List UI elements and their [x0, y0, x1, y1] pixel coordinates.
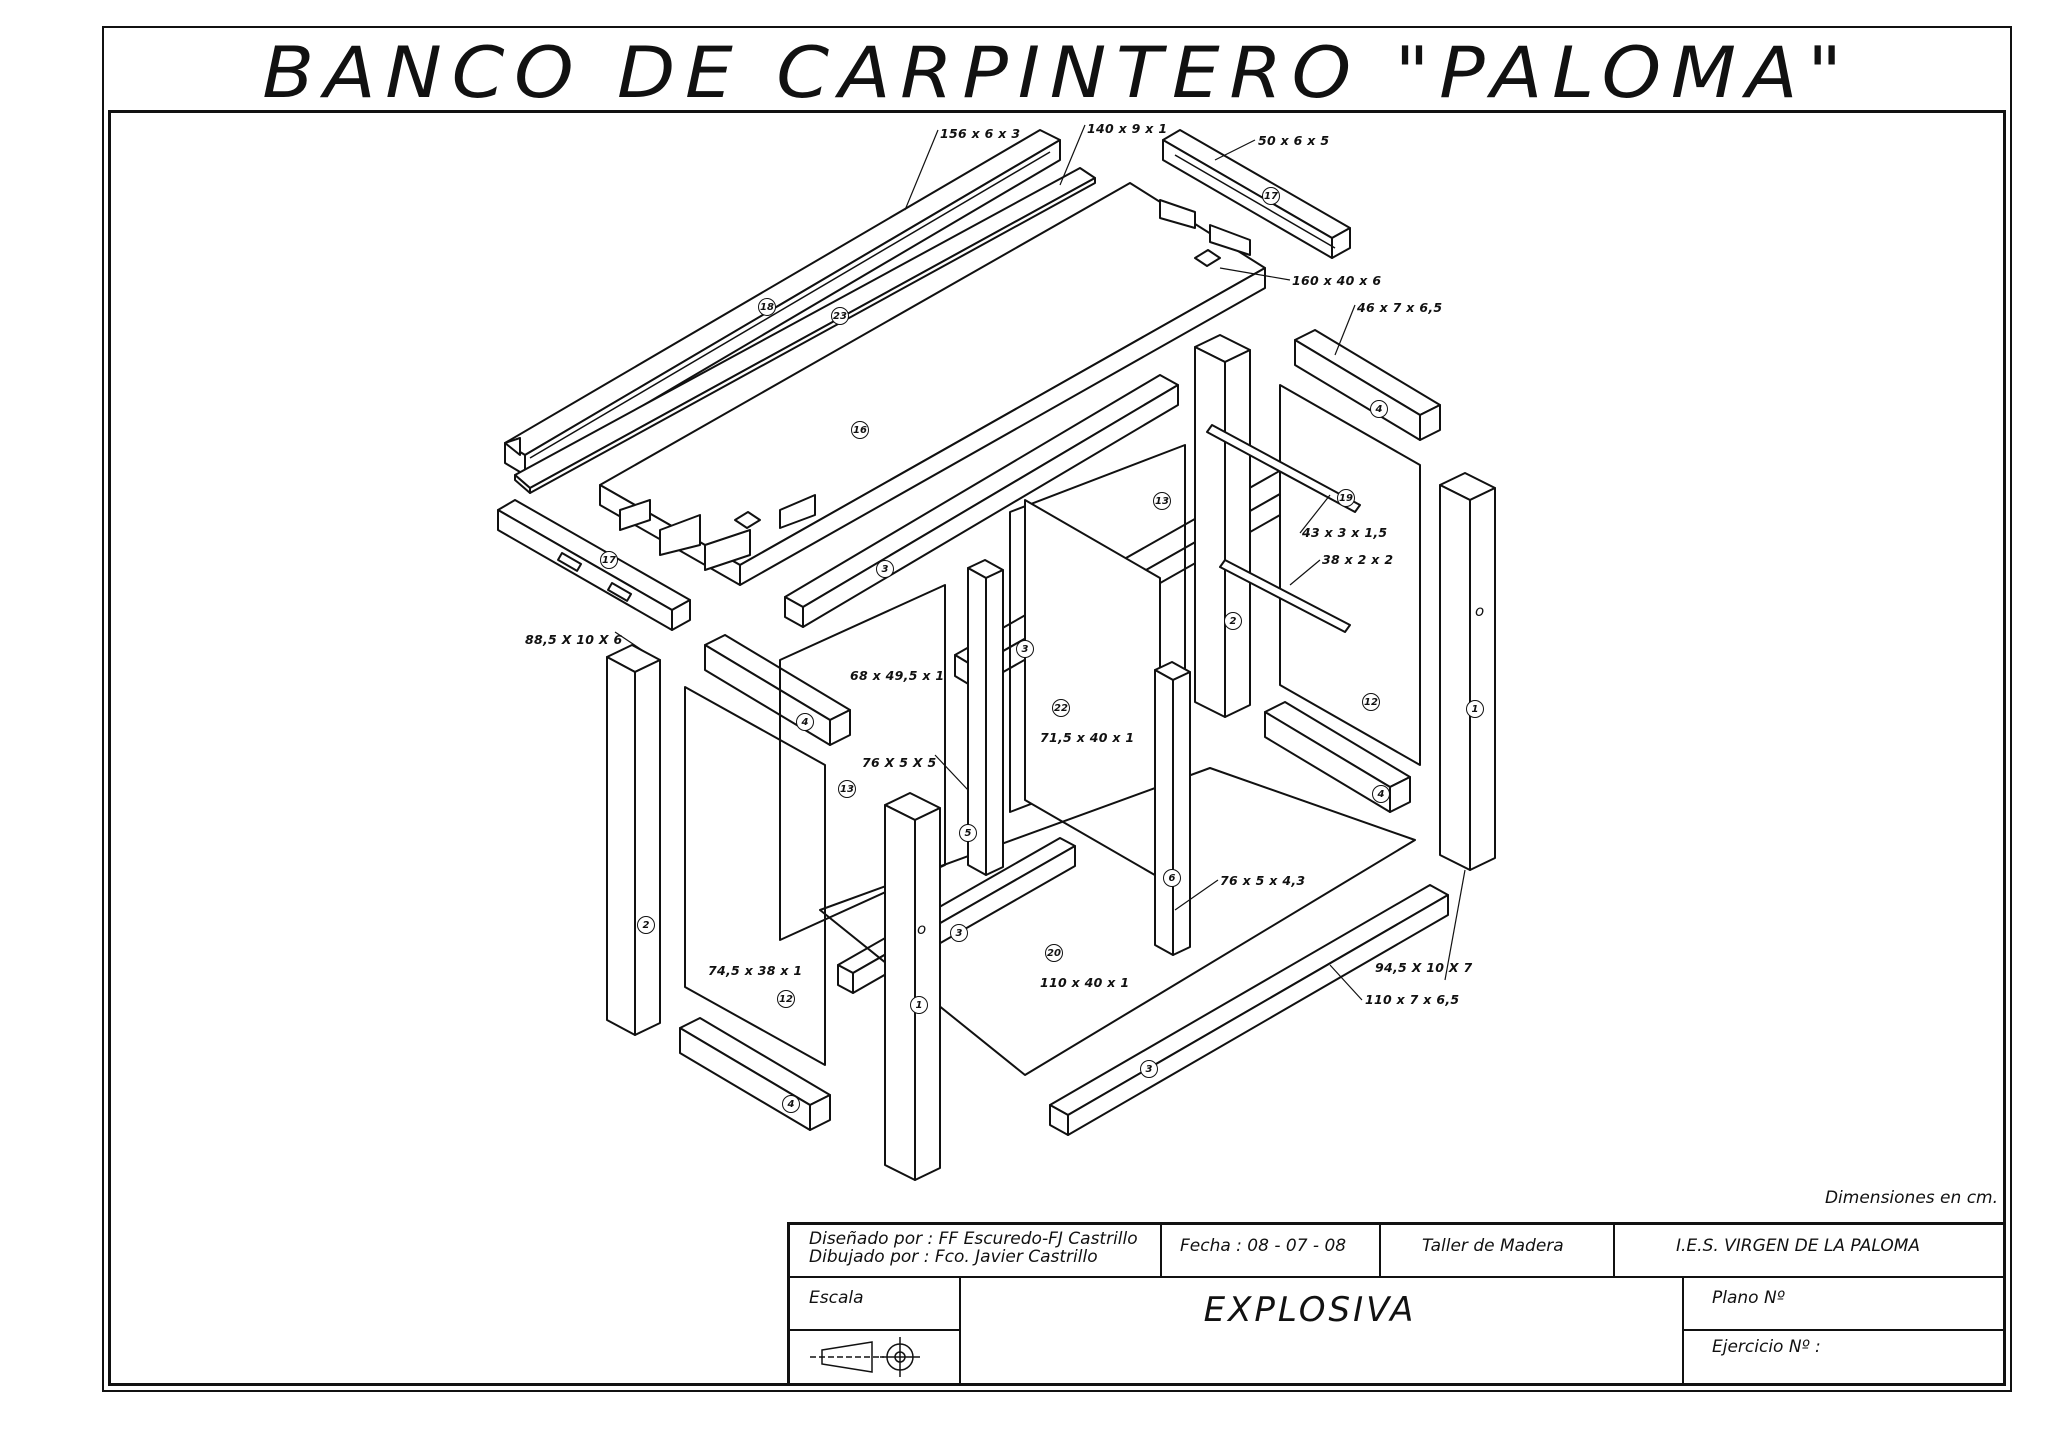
school-field: I.E.S. VIRGEN DE LA PALOMA — [1676, 1236, 1921, 1256]
part-3-rail-bottom — [1049, 884, 1449, 1136]
tb-left-line — [787, 1222, 790, 1386]
part-12-panel-right — [1279, 384, 1421, 766]
plan-number-label: Plano Nº — [1712, 1288, 1785, 1308]
tb-col-workshop — [1379, 1222, 1381, 1276]
part-bubble-6: 6 — [1163, 869, 1181, 887]
dim-68x49-5x1: 68 x 49,5 x 1 — [850, 668, 945, 683]
units-note: Dimensiones en cm. — [1824, 1188, 1998, 1208]
part-17-left — [497, 499, 691, 631]
part-23-thin-board — [514, 167, 1096, 494]
leader-lines — [614, 124, 1466, 1001]
projection-symbol-icon — [810, 1337, 920, 1377]
hole-mark-front: o — [917, 920, 927, 938]
dim-71-5x40x1: 71,5 x 40 x 1 — [1040, 730, 1135, 745]
part-bubble-16: 16 — [851, 421, 869, 439]
part-bubble-17-top: 17 — [1262, 187, 1280, 205]
part-bubble-4-mid-left: 4 — [796, 713, 814, 731]
tb-plan-row — [1682, 1329, 2006, 1331]
part-3-rail-upper — [784, 374, 1179, 628]
part-1-leg-right — [1439, 472, 1496, 871]
scale-label: Escala — [809, 1288, 864, 1308]
part-bubble-3-crossbeam: 3 — [1016, 640, 1034, 658]
dim-76x5x5: 76 X 5 X 5 — [862, 755, 937, 770]
part-bubble-4-right: 4 — [1372, 785, 1390, 803]
tb-col-scale — [959, 1276, 961, 1386]
dim-50x6x5: 50 x 6 x 5 — [1258, 133, 1330, 148]
part-bubble-13-rear: 13 — [1153, 492, 1171, 510]
part-bubble-19: 19 — [1337, 489, 1355, 507]
dim-156x6x3: 156 x 6 x 3 — [940, 126, 1021, 141]
part-bubble-17-left: 17 — [600, 551, 618, 569]
tb-top-line — [787, 1222, 2006, 1225]
designed-by: Diseñado por : FF Escuredo-FJ Castrillo — [809, 1229, 1138, 1249]
drawn-by: Dibujado por : Fco. Javier Castrillo — [809, 1247, 1098, 1267]
part-4-block-bottom-left — [679, 1017, 831, 1131]
part-bubble-1-front: 1 — [910, 996, 928, 1014]
part-6-post — [1154, 661, 1191, 956]
part-16-workbench-top — [599, 182, 1266, 586]
part-17-top-right — [1162, 129, 1351, 259]
title-block — [787, 1222, 2006, 1386]
tb-scale-row — [787, 1329, 959, 1331]
view-name: EXPLOSIVA — [1203, 1290, 1417, 1330]
workshop-field: Taller de Madera — [1422, 1236, 1564, 1256]
part-bubble-3-bottom: 3 — [1140, 1060, 1158, 1078]
dim-74-5x38x1: 74,5 x 38 x 1 — [708, 963, 803, 978]
dim-140x9x1: 140 x 9 x 1 — [1087, 121, 1168, 136]
part-bubble-5: 5 — [959, 824, 977, 842]
dim-110x40x1: 110 x 40 x 1 — [1040, 975, 1130, 990]
sheet-title: BANCO DE CARPINTERO "PALOMA" — [262, 32, 1852, 114]
part-20-bottom-shelf — [819, 767, 1416, 1076]
dim-88-5x10x6: 88,5 X 10 X 6 — [525, 632, 623, 647]
part-bubble-3-upper: 3 — [876, 560, 894, 578]
dim-94-5x10x7: 94,5 X 10 X 7 — [1375, 960, 1473, 975]
tb-row-line — [787, 1276, 2006, 1278]
part-bubble-22: 22 — [1052, 699, 1070, 717]
part-bubble-4-bottom-left: 4 — [782, 1095, 800, 1113]
part-bubble-20: 20 — [1045, 944, 1063, 962]
part-bubble-3-lower: 3 — [950, 924, 968, 942]
part-bubble-12-left: 12 — [777, 990, 795, 1008]
dim-110x7x6-5: 110 x 7 x 6,5 — [1365, 992, 1460, 1007]
hole-mark-right: o — [1475, 602, 1485, 620]
part-2-leg-left — [606, 644, 661, 1036]
inner-border — [108, 110, 2006, 1386]
part-bubble-2-left: 2 — [637, 916, 655, 934]
part-bubble-4-top-right: 4 — [1370, 400, 1388, 418]
part-4-block-top-right — [1294, 329, 1441, 441]
outer-border — [102, 26, 2012, 1392]
part-5-post — [967, 559, 1004, 876]
date-field: Fecha : 08 - 07 - 08 — [1180, 1236, 1347, 1256]
tb-col-school — [1613, 1222, 1615, 1276]
exercise-number-label: Ejercicio Nº : — [1712, 1337, 1821, 1357]
part-12-panel-left — [684, 686, 826, 1066]
part-1-leg-front — [884, 792, 941, 1181]
part-bubble-13-left: 13 — [838, 780, 856, 798]
dim-46x7x6-5: 46 x 7 x 6,5 — [1357, 300, 1443, 315]
part-2-leg-rear — [1194, 334, 1251, 718]
part-bubble-1-right: 1 — [1466, 700, 1484, 718]
part-18-long-rail — [504, 129, 1061, 476]
part-bubble-2-rear: 2 — [1224, 612, 1242, 630]
part-bubble-23: 23 — [831, 307, 849, 325]
part-19-rods — [1206, 424, 1361, 633]
dim-38x2x2: 38 x 2 x 2 — [1322, 552, 1394, 567]
dim-160x40x6: 160 x 40 x 6 — [1292, 273, 1382, 288]
dim-43x3x1-5: 43 x 3 x 1,5 — [1302, 525, 1388, 540]
part-bubble-18: 18 — [758, 298, 776, 316]
dim-76x5x4-3: 76 x 5 x 4,3 — [1220, 873, 1306, 888]
part-bubble-12-right: 12 — [1362, 693, 1380, 711]
part-4-block-right — [1264, 701, 1411, 813]
tb-col-date — [1160, 1222, 1162, 1276]
tb-col-plan — [1682, 1276, 1684, 1386]
